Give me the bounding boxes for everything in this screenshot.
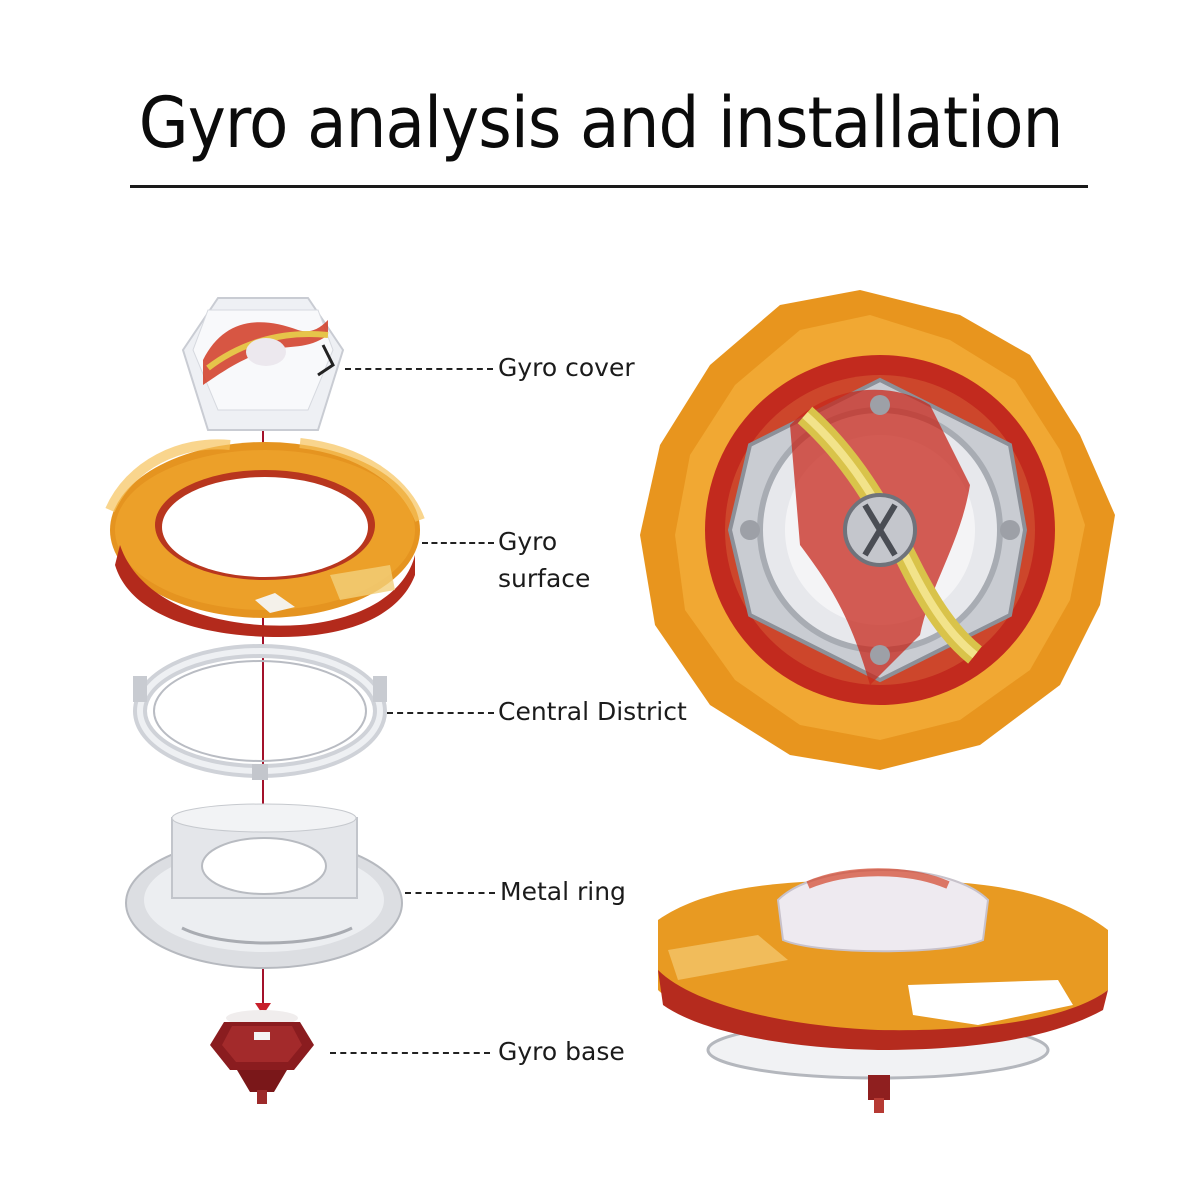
- gyro-surface-label-line1: Gyro: [498, 527, 558, 556]
- central-district-image: [133, 644, 387, 780]
- metal-ring-image: [125, 803, 403, 969]
- gyro-base-label: Gyro base: [498, 1037, 625, 1066]
- gyro-cover-image: [181, 297, 345, 431]
- gyro-surface-label-line2: surface: [498, 564, 591, 593]
- gyro-cover-leader: [345, 368, 493, 370]
- page-title: Gyro analysis and installation: [138, 82, 1064, 164]
- assembled-top-view-image: [640, 290, 1115, 770]
- central-district-leader: [387, 712, 494, 714]
- gyro-base-leader: [330, 1052, 490, 1054]
- metal-ring-leader: [405, 892, 495, 894]
- central-district-label: Central District: [498, 697, 687, 726]
- metal-ring-label: Metal ring: [500, 877, 626, 906]
- gyro-cover-label: Gyro cover: [498, 353, 635, 382]
- assembled-side-view-image: [658, 868, 1108, 1113]
- gyro-surface-leader: [422, 542, 494, 544]
- gyro-base-image: [210, 1010, 314, 1104]
- assembly-axis-line: [262, 400, 264, 1005]
- title-divider: [130, 185, 1088, 188]
- gyro-surface-image: [105, 438, 425, 637]
